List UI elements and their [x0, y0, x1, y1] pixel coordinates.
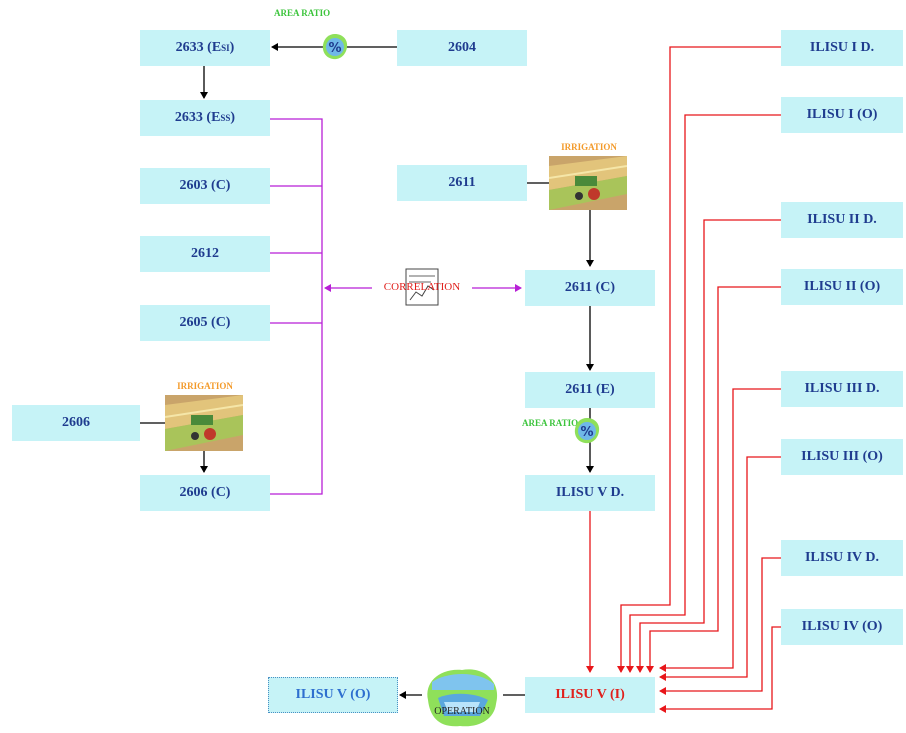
inflow-ilisu-iii-d — [660, 389, 781, 668]
node-ilisu-iv-o: ILISU IV (O) — [781, 609, 903, 645]
node-ilisu-v-o: ILISU V (O) — [268, 677, 398, 713]
node-ilisu-iii-o: ILISU III (O) — [781, 439, 903, 475]
inflow-ilisu-iv-d — [660, 558, 781, 691]
inflow-ilisu-ii-d — [640, 220, 781, 672]
node-ilisu-ii-d: ILISU II D. — [781, 202, 903, 238]
svg-text:%: % — [328, 41, 341, 56]
svg-text:%: % — [580, 425, 593, 440]
inflow-ilisu-i-d — [621, 47, 781, 672]
percent-icon: % — [572, 416, 602, 451]
node-2612: 2612 — [140, 236, 270, 272]
operation-label: OPERATION — [422, 707, 502, 717]
node-2603-c: 2603 (C) — [140, 168, 270, 204]
node-2606-c: 2606 (C) — [140, 475, 270, 511]
node-2611-c: 2611 (C) — [525, 270, 655, 306]
node-ilisu-iii-d: ILISU III D. — [781, 371, 903, 407]
node-2611: 2611 — [397, 165, 527, 201]
correlation-bus — [270, 119, 322, 494]
percent-icon: % — [320, 32, 350, 67]
irrigation-label-right: IRRIGATION — [546, 142, 632, 152]
node-2605-c: 2605 (C) — [140, 305, 270, 341]
node-2606: 2606 — [12, 405, 140, 441]
node-ilisu-v-d: ILISU V D. — [525, 475, 655, 511]
area-ratio-label-mid: AREA RATIO — [522, 418, 570, 428]
node-ilisu-v-i: ILISU V (I) — [525, 677, 655, 713]
area-ratio-label-top: AREA RATIO — [274, 8, 320, 18]
node-2604: 2604 — [397, 30, 527, 66]
operation-icon — [422, 660, 502, 733]
node-ilisu-i-o: ILISU I (O) — [781, 97, 903, 133]
node-2611-e: 2611 (E) — [525, 372, 655, 408]
inflow-ilisu-iii-o — [660, 457, 781, 677]
irrigation-icon — [165, 395, 243, 456]
node-ilisu-iv-d: ILISU IV D. — [781, 540, 903, 576]
node-ilisu-i-d: ILISU I D. — [781, 30, 903, 66]
correlation-label: CORRELATION — [372, 282, 472, 292]
irrigation-label-left: IRRIGATION — [162, 381, 248, 391]
irrigation-icon — [549, 156, 627, 215]
node-ilisu-ii-o: ILISU II (O) — [781, 269, 903, 305]
